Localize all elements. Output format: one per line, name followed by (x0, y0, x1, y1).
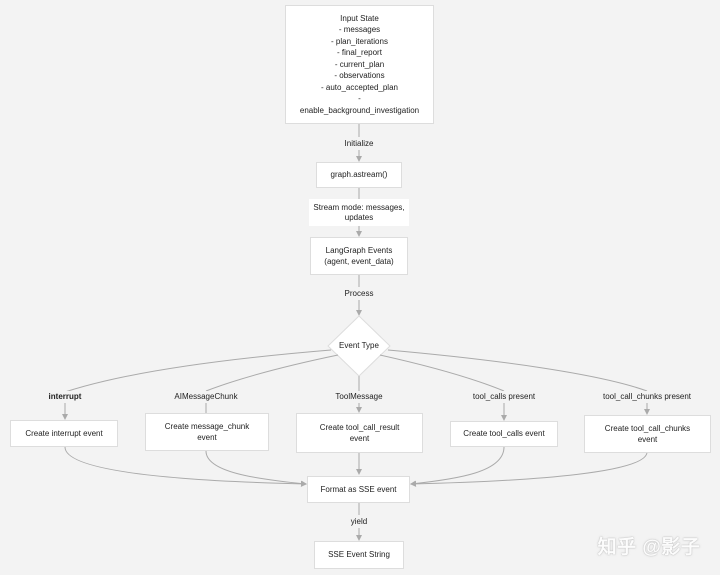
edge-event-type-ai-chunk (205, 354, 339, 392)
watermark-text: 知乎 @影子 (597, 536, 701, 558)
edge-tool-calls-to-format (410, 446, 505, 487)
sse-event-string-node: SSE Event String (314, 541, 404, 569)
edge-message-chunk-to-format (205, 450, 307, 487)
tool-call-chunks-present-label: tool_call_chunks present (598, 391, 696, 403)
create-tool-call-chunks-event-node: Create tool_call_chunks event (584, 415, 711, 453)
yield-label: yield (345, 515, 373, 528)
tool-message-label: ToolMessage (331, 391, 387, 403)
event-type-label: Event Type (339, 341, 379, 350)
stream-mode-label: Stream mode: messages, updates (309, 199, 409, 226)
edge-event-type-tool-calls (379, 354, 505, 392)
create-tool-call-result-event-node: Create tool_call_result event (296, 413, 423, 453)
edge-interrupt-to-format (64, 446, 307, 487)
edge-event-type-interrupt (64, 349, 332, 393)
interrupt-label: interrupt (42, 391, 88, 403)
langgraph-events-node: LangGraph Events (agent, event_data) (310, 237, 408, 275)
create-tool-calls-event-node: Create tool_calls event (450, 421, 558, 447)
graph-astream-node: graph.astream() (316, 162, 402, 188)
ai-message-chunk-label: AIMessageChunk (171, 391, 241, 403)
edge-tool-call-chunks-to-format (410, 451, 648, 487)
format-as-sse-event-node: Format as SSE event (307, 476, 410, 503)
create-message-chunk-event-node: Create message_chunk event (145, 413, 269, 451)
tool-calls-present-label: tool_calls present (468, 391, 540, 403)
edge-event-type-tool-call-chunks (387, 349, 648, 392)
process-label: Process (338, 287, 380, 300)
input-state-node: Input State - messages - plan_iterations… (285, 5, 434, 124)
create-interrupt-event-node: Create interrupt event (10, 420, 118, 447)
initialize-label: Initialize (336, 137, 382, 150)
